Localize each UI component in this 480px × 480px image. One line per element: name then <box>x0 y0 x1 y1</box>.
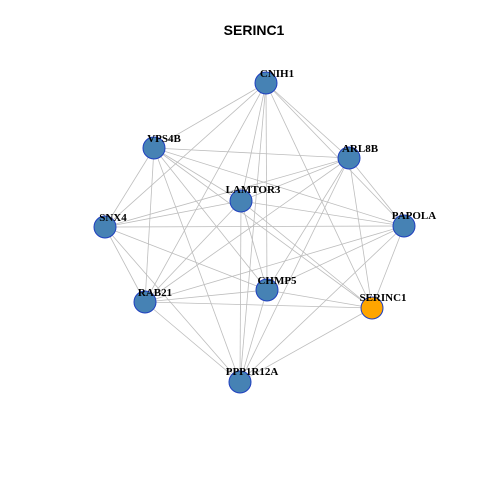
edge-snx4-ppp1r12a <box>104 226 241 383</box>
node-lamtor3[interactable] <box>229 189 253 213</box>
node-serinc1[interactable] <box>360 296 384 320</box>
edge-arl8b-serinc1 <box>348 157 373 309</box>
node-rab21[interactable] <box>133 290 157 314</box>
node-label-serinc1: SERINC1 <box>359 292 406 304</box>
node-snx4[interactable] <box>93 215 117 239</box>
node-label-chmp5: CHMP5 <box>257 275 297 287</box>
edge-vps4b-chmp5 <box>153 147 268 291</box>
edge-papola-chmp5 <box>266 225 405 291</box>
edge-cnih1-lamtor3 <box>240 82 267 202</box>
edge-snx4-chmp5 <box>104 226 268 291</box>
edge-lamtor3-snx4 <box>104 200 242 228</box>
edge-lamtor3-rab21 <box>144 200 242 303</box>
edge-vps4b-papola <box>153 147 405 227</box>
diagram-title: SERINC1 <box>224 22 285 38</box>
edge-snx4-rab21 <box>104 226 146 303</box>
edge-arl8b-ppp1r12a <box>239 157 350 383</box>
node-ppp1r12a[interactable] <box>228 370 252 394</box>
edge-layer <box>104 82 405 383</box>
node-label-lamtor3: LAMTOR3 <box>226 184 281 196</box>
edge-papola-ppp1r12a <box>239 225 405 383</box>
edge-vps4b-snx4 <box>104 147 155 228</box>
edge-arl8b-chmp5 <box>266 157 350 291</box>
edge-cnih1-rab21 <box>144 82 267 303</box>
edge-lamtor3-ppp1r12a <box>239 200 242 383</box>
edge-lamtor3-papola <box>240 200 405 227</box>
edge-papola-serinc1 <box>371 225 405 309</box>
node-label-cnih1: CNIH1 <box>260 68 294 80</box>
edge-lamtor3-chmp5 <box>240 200 268 291</box>
edge-arl8b-papola <box>348 157 405 227</box>
edge-vps4b-rab21 <box>144 147 155 303</box>
edge-rab21-ppp1r12a <box>144 301 241 383</box>
node-cnih1[interactable] <box>254 71 278 95</box>
edge-cnih1-arl8b <box>265 82 350 159</box>
edge-chmp5-rab21 <box>144 289 268 303</box>
node-chmp5[interactable] <box>255 278 279 302</box>
edge-snx4-papola <box>104 225 405 228</box>
node-vps4b[interactable] <box>142 136 166 160</box>
edge-arl8b-lamtor3 <box>240 157 350 202</box>
node-label-papola: PAPOLA <box>392 210 436 222</box>
node-label-arl8b: ARL8B <box>342 143 379 155</box>
edge-cnih1-snx4 <box>104 82 267 228</box>
edge-cnih1-ppp1r12a <box>239 82 267 383</box>
node-label-snx4: SNX4 <box>99 212 127 224</box>
edge-vps4b-serinc1 <box>153 147 373 309</box>
node-label-rab21: RAB21 <box>138 287 172 299</box>
edge-vps4b-lamtor3 <box>153 147 242 202</box>
edge-vps4b-arl8b <box>153 147 350 159</box>
node-label-vps4b: VPS4B <box>147 133 181 145</box>
edge-arl8b-rab21 <box>144 157 350 303</box>
node-label-ppp1r12a: PPP1R12A <box>226 366 279 378</box>
edge-cnih1-papola <box>265 82 405 227</box>
node-arl8b[interactable] <box>337 146 361 170</box>
edge-papola-rab21 <box>144 225 405 303</box>
edge-chmp5-serinc1 <box>266 289 373 309</box>
edge-cnih1-vps4b <box>153 82 267 149</box>
edge-cnih1-serinc1 <box>265 82 373 309</box>
edge-serinc1-ppp1r12a <box>239 307 373 383</box>
edge-rab21-serinc1 <box>144 301 373 309</box>
edge-cnih1-chmp5 <box>265 82 268 291</box>
node-papola[interactable] <box>392 214 416 238</box>
edge-arl8b-snx4 <box>104 157 350 228</box>
